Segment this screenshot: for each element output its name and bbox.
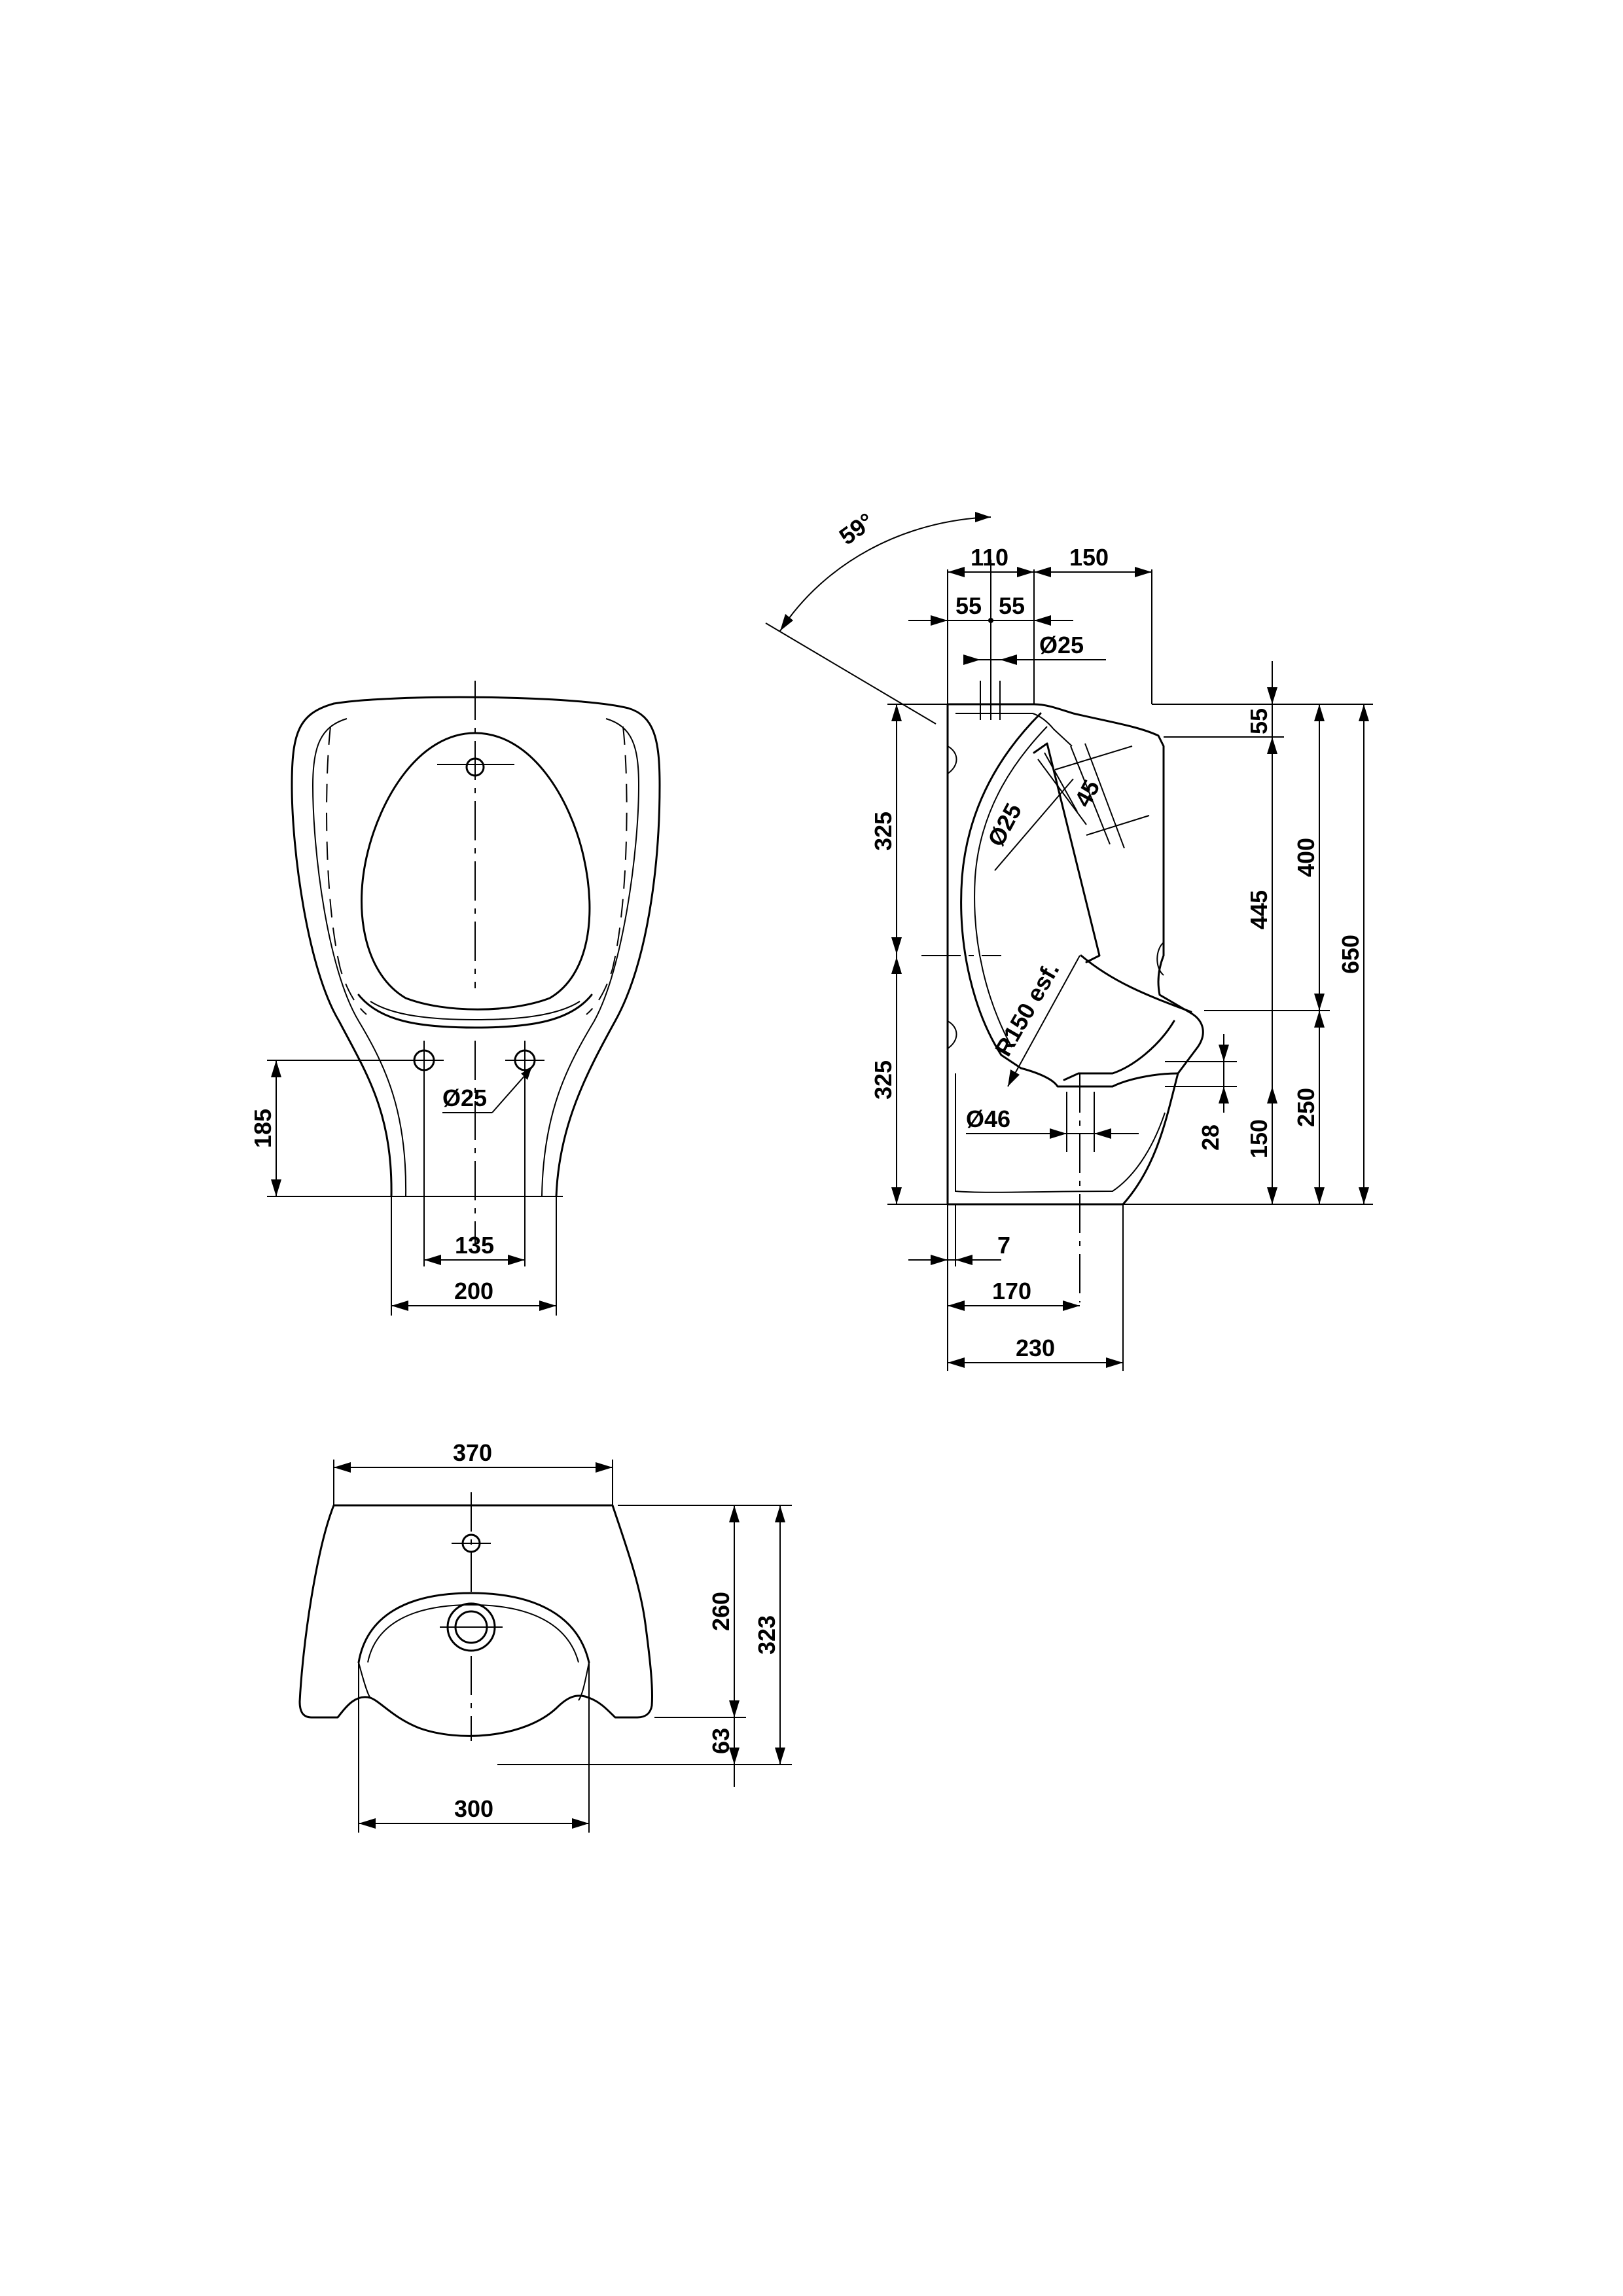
side-outer-profile — [946, 703, 1204, 1206]
side-dim-55-right: 55 — [999, 592, 1025, 619]
side-dim-650: 650 — [1337, 935, 1364, 974]
top-view — [298, 1460, 792, 1833]
side-channel — [1033, 742, 1101, 963]
side-bowl-opening — [1080, 954, 1192, 1013]
side-dim-7: 7 — [997, 1232, 1010, 1259]
side-dim-25-diag: Ø25 — [982, 798, 1027, 850]
side-dim-55-side: 55 — [1245, 708, 1272, 734]
top-bowl-side-right — [578, 1662, 590, 1701]
front-dim-hole: Ø25 — [442, 1085, 487, 1111]
top-dim-63: 63 — [707, 1728, 734, 1754]
side-dim-400: 400 — [1293, 838, 1319, 877]
side-bowl-back-inner — [974, 726, 1048, 1048]
front-hidden-right — [586, 726, 628, 1015]
front-dim-200: 200 — [454, 1278, 493, 1304]
side-dim-170: 170 — [992, 1278, 1031, 1304]
side-dim-325-bottom: 325 — [870, 1060, 897, 1100]
top-bowl-side-left — [358, 1662, 371, 1698]
side-dim-150-top: 150 — [1069, 544, 1109, 571]
angle-arc — [779, 516, 991, 632]
side-dim-28: 28 — [1197, 1124, 1224, 1151]
front-inner-rim-right — [541, 718, 640, 1197]
side-view — [765, 512, 1373, 1371]
front-view — [267, 681, 661, 1316]
front-inner-rim — [312, 718, 407, 1197]
top-dim-323: 323 — [753, 1615, 780, 1655]
side-dim-325-top: 325 — [870, 812, 897, 851]
side-trap — [1020, 1067, 1179, 1088]
side-notch-bottom — [947, 1020, 957, 1049]
side-dim-110: 110 — [971, 544, 1008, 571]
side-bowl-back — [960, 712, 1042, 1069]
side-dim-445: 445 — [1245, 890, 1272, 929]
top-bowl-outline — [357, 1592, 590, 1664]
side-inner-profile — [955, 713, 1073, 747]
side-dim-46: Ø46 — [966, 1105, 1010, 1132]
top-dim-260: 260 — [707, 1592, 734, 1631]
front-hidden-left — [326, 726, 367, 1015]
top-outline — [298, 1504, 654, 1737]
side-bowl-floor — [1063, 1020, 1175, 1081]
top-dim-300: 300 — [454, 1795, 493, 1822]
side-notch-top — [947, 745, 957, 774]
top-dim-370: 370 — [453, 1439, 492, 1466]
front-lip-inner — [370, 1001, 580, 1021]
front-bowl — [361, 732, 591, 1011]
side-dim-150-bottom: 150 — [1245, 1119, 1272, 1158]
side-rear-bump — [1156, 942, 1164, 976]
front-dim-185: 185 — [249, 1109, 276, 1148]
angle-ray — [765, 622, 936, 725]
side-dim-55-left: 55 — [955, 592, 982, 619]
side-dim-25-top: Ø25 — [1039, 632, 1084, 658]
front-body-outline — [291, 696, 661, 1198]
side-dim-radius: R150 esf. — [990, 958, 1065, 1060]
side-dim-230: 230 — [1016, 1335, 1055, 1361]
top-bowl-inner — [367, 1604, 579, 1663]
front-dim-135: 135 — [455, 1232, 494, 1259]
side-dim-angle: 59° — [834, 507, 879, 550]
front-lip — [357, 994, 593, 1029]
side-dim-250: 250 — [1293, 1088, 1319, 1127]
side-base-inner — [955, 1073, 1166, 1193]
